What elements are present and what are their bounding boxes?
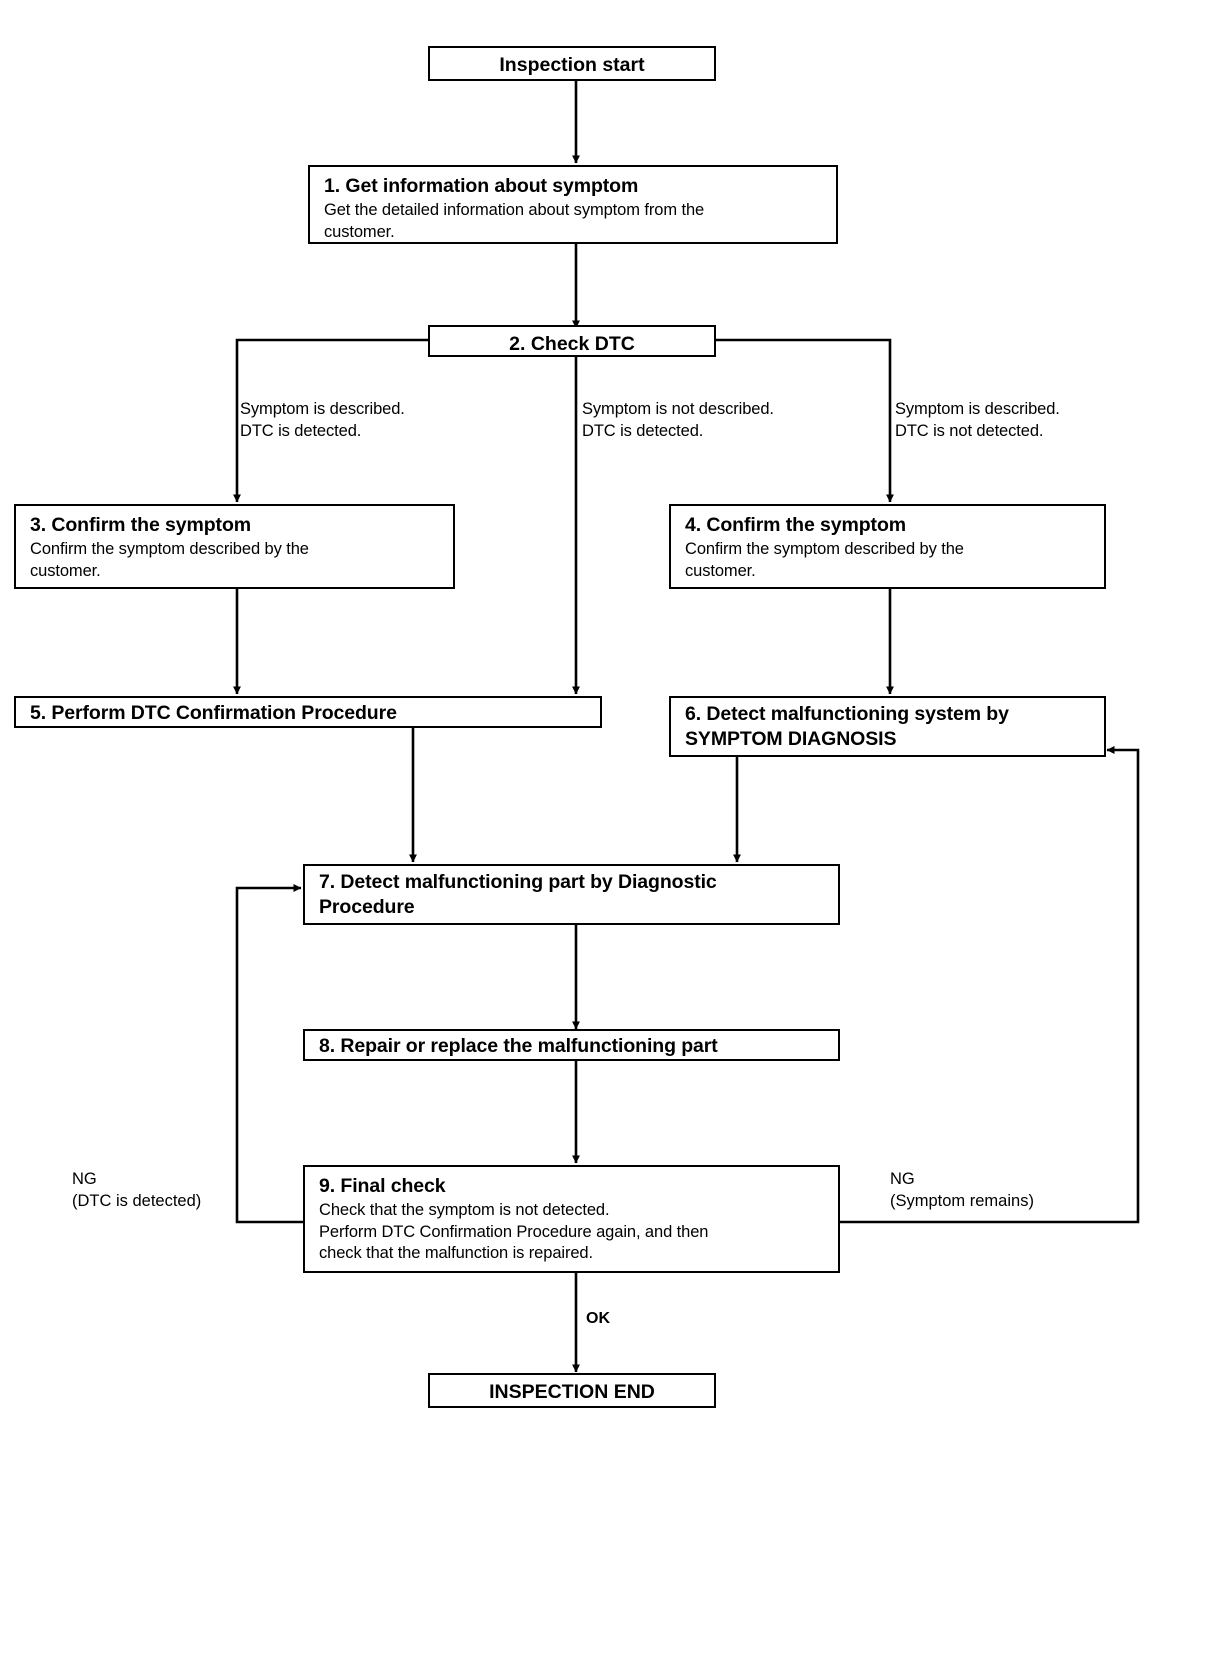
node-step7-title: 7. Detect malfunctioning part by Diagnos… [319,871,717,918]
node-step9-body: Check that the symptom is not detected. … [319,1201,709,1262]
edge-label-branch-middle: Symptom is not described. DTC is detecte… [582,400,774,440]
node-inspection-end[interactable]: INSPECTION END [428,1373,716,1408]
node-inspection-end-label: INSPECTION END [489,1381,655,1403]
node-step2-title: 2. Check DTC [509,333,635,355]
node-step4-title: 4. Confirm the symptom [685,514,906,536]
node-step3-body: Confirm the symptom described by the cus… [30,540,309,580]
node-step4[interactable]: 4. Confirm the symptom Confirm the sympt… [669,504,1106,589]
node-step1-body: Get the detailed information about sympt… [324,201,705,241]
node-step7[interactable]: 7. Detect malfunctioning part by Diagnos… [303,864,840,925]
node-inspection-start-label: Inspection start [499,54,645,76]
node-step5[interactable]: 5. Perform DTC Confirmation Procedure [14,696,602,728]
node-step8[interactable]: 8. Repair or replace the malfunctioning … [303,1029,840,1061]
node-step1[interactable]: 1. Get information about symptom Get the… [308,165,838,244]
node-step1-title: 1. Get information about symptom [324,175,639,197]
edge-label-branch-left: Symptom is described. DTC is detected. [240,400,405,440]
node-step6-title: 6. Detect malfunctioning system by SYMPT… [685,703,1009,750]
node-step4-body: Confirm the symptom described by the cus… [685,540,964,580]
node-step3-title: 3. Confirm the symptom [30,514,251,536]
edge-label-ng-left: NG (DTC is detected) [72,1170,202,1210]
node-inspection-start[interactable]: Inspection start [428,46,716,81]
node-step2[interactable]: 2. Check DTC [428,325,716,357]
edge-label-branch-right: Symptom is described. DTC is not detecte… [895,400,1060,440]
node-step6[interactable]: 6. Detect malfunctioning system by SYMPT… [669,696,1106,757]
edge-ng-right-loop [840,745,1140,1224]
node-step8-title: 8. Repair or replace the malfunctioning … [319,1035,718,1057]
node-step9[interactable]: 9. Final check Check that the symptom is… [303,1165,840,1273]
node-step9-title: 9. Final check [319,1175,446,1197]
node-step5-title: 5. Perform DTC Confirmation Procedure [30,702,397,724]
edge-label-ng-right: NG (Symptom remains) [890,1170,1034,1210]
node-step3[interactable]: 3. Confirm the symptom Confirm the sympt… [14,504,455,589]
edge-label-ok: OK [586,1310,610,1327]
